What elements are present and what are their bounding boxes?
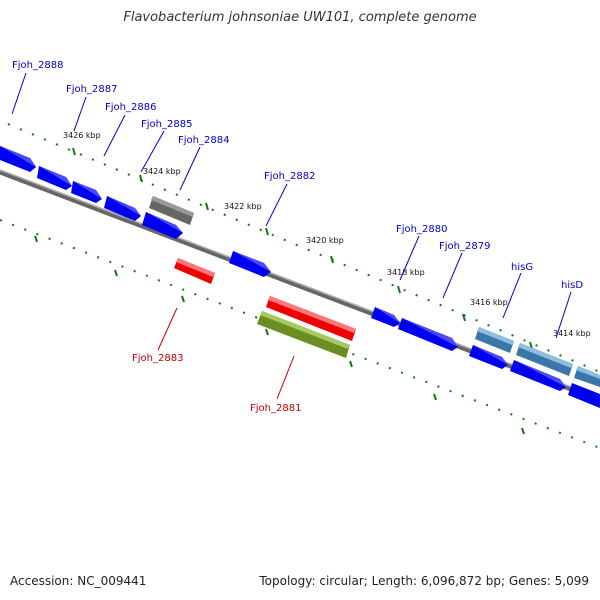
gene-fjoh-2881[interactable] bbox=[266, 296, 356, 341]
reverse-label-leaders bbox=[157, 307, 295, 400]
major-tick bbox=[265, 328, 269, 336]
major-tick bbox=[265, 227, 269, 236]
gene-fjoh-2883[interactable] bbox=[174, 258, 215, 284]
major-tick bbox=[349, 360, 353, 368]
gene-label[interactable]: Fjoh_2883 bbox=[132, 353, 183, 364]
gene-edge-lower[interactable] bbox=[568, 383, 600, 408]
major-tick bbox=[34, 235, 38, 243]
forward-strand-genes bbox=[0, 146, 600, 408]
gene-rna-green[interactable] bbox=[257, 311, 350, 358]
gene-hisd-lower[interactable] bbox=[510, 360, 566, 391]
scale-label: 3422 kbp bbox=[224, 202, 262, 211]
reverse-strand-genes bbox=[174, 258, 356, 358]
major-tick bbox=[330, 255, 334, 264]
gene-fjoh-2879[interactable] bbox=[398, 318, 458, 351]
gene-hisd[interactable] bbox=[516, 343, 573, 376]
gene-hisg[interactable] bbox=[475, 327, 514, 353]
map-title: Flavobacterium johnsoniae UW101, complet… bbox=[123, 10, 477, 25]
major-tick bbox=[205, 202, 209, 211]
genome-backbone bbox=[0, 169, 600, 403]
reverse-gene-labels: Fjoh_2883 Fjoh_2881 bbox=[132, 353, 301, 414]
scale-label: 3414 kbp bbox=[553, 329, 591, 338]
scale-label: 3420 kbp bbox=[306, 236, 344, 245]
gene-label[interactable]: Fjoh_2887 bbox=[66, 84, 117, 95]
major-tick bbox=[521, 427, 525, 435]
gene-label[interactable]: Fjoh_2880 bbox=[396, 224, 447, 235]
accession-text: Accession: NC_009441 bbox=[10, 574, 147, 588]
forward-gene-labels: Fjoh_2888 Fjoh_2887 Fjoh_2886 Fjoh_2885 … bbox=[12, 60, 583, 291]
gene-fjoh-2887[interactable] bbox=[37, 166, 72, 190]
gene-label[interactable]: Fjoh_2884 bbox=[178, 135, 229, 146]
major-tick bbox=[397, 285, 401, 294]
major-tick bbox=[181, 295, 185, 303]
gene-fjoh-2885[interactable] bbox=[104, 196, 141, 221]
gene-label[interactable]: hisG bbox=[511, 262, 533, 273]
gene-fjoh-2880-a[interactable] bbox=[371, 307, 400, 327]
gene-fjoh-2882[interactable] bbox=[229, 251, 271, 277]
scale-label: 3416 kbp bbox=[470, 298, 508, 307]
gene-label[interactable]: Fjoh_2885 bbox=[141, 119, 192, 130]
gene-fjoh-2886[interactable] bbox=[71, 181, 102, 203]
scale-label: 3426 kbp bbox=[63, 131, 101, 140]
major-tick bbox=[462, 313, 466, 322]
scale-label: 3424 kbp bbox=[143, 167, 181, 176]
gene-label[interactable]: hisD bbox=[561, 280, 583, 291]
gene-label[interactable]: Fjoh_2879 bbox=[439, 241, 490, 252]
gene-label[interactable]: Fjoh_2881 bbox=[250, 403, 301, 414]
scale-label: 3418 kbp bbox=[387, 268, 425, 277]
upper-scale-track bbox=[7, 123, 600, 373]
gene-hisg-lower[interactable] bbox=[469, 345, 508, 369]
gene-fjoh-2884[interactable] bbox=[142, 212, 183, 239]
major-tick bbox=[114, 269, 118, 277]
gene-label[interactable]: Fjoh_2888 bbox=[12, 60, 63, 71]
gene-label[interactable]: Fjoh_2886 bbox=[105, 102, 156, 113]
genome-summary-text: Topology: circular; Length: 6,096,872 bp… bbox=[259, 574, 589, 588]
lower-scale-track bbox=[0, 219, 600, 449]
major-tick bbox=[72, 147, 76, 156]
major-tick bbox=[433, 393, 437, 401]
gene-edge-upper[interactable] bbox=[574, 366, 600, 387]
major-tick bbox=[139, 174, 143, 183]
gene-pseudo-grey[interactable] bbox=[149, 196, 194, 225]
gene-fjoh-2888[interactable] bbox=[0, 146, 36, 172]
gene-label[interactable]: Fjoh_2882 bbox=[264, 171, 315, 182]
forward-label-leaders bbox=[11, 72, 572, 339]
